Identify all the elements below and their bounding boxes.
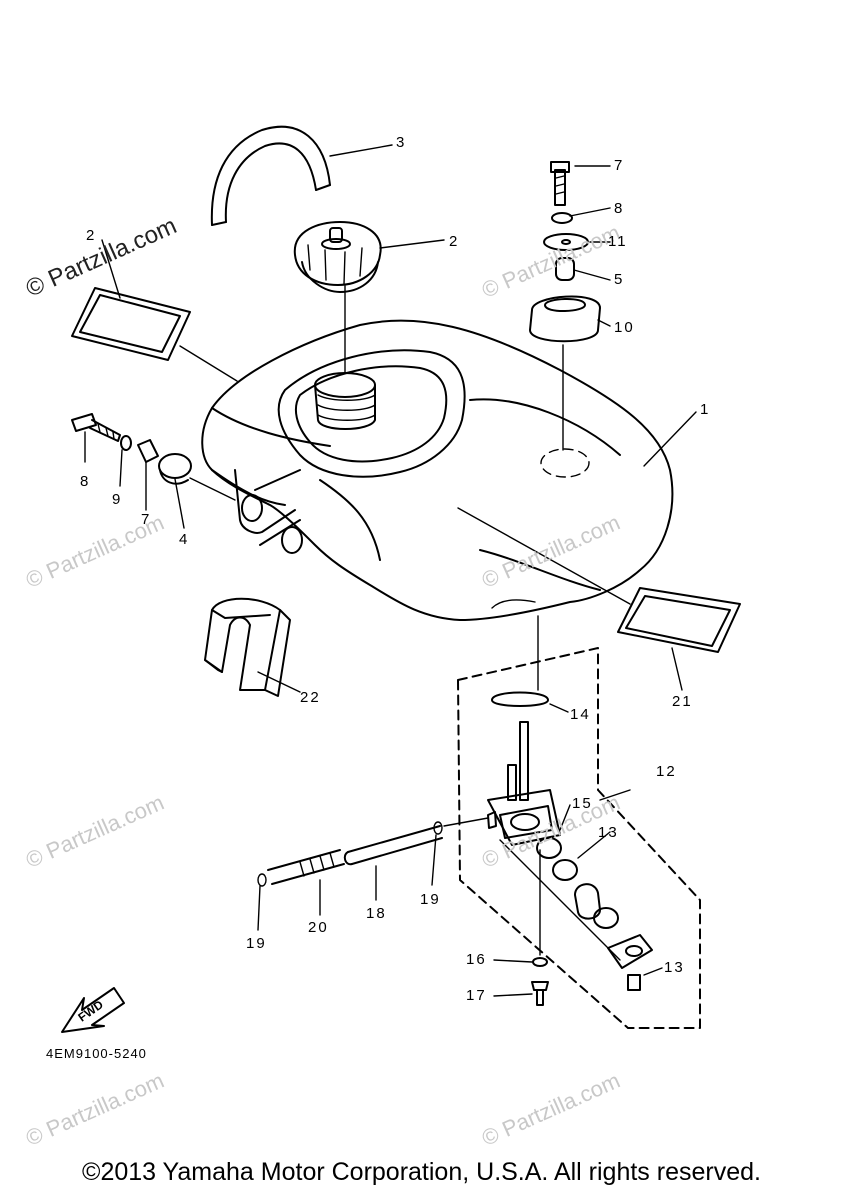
callout-21: 21 xyxy=(672,693,693,710)
callout-18: 18 xyxy=(366,905,387,922)
callout-2-decal: 2 xyxy=(86,227,97,244)
callout-16: 16 xyxy=(466,951,487,968)
callout-19-left: 19 xyxy=(246,935,267,952)
copyright-text: ©2013 Yamaha Motor Corporation, U.S.A. A… xyxy=(82,1158,761,1186)
callout-12: 13 xyxy=(598,824,619,841)
filler-neck xyxy=(314,372,376,430)
callout-20: 20 xyxy=(308,919,329,936)
decal-left xyxy=(71,287,191,361)
decal-right xyxy=(617,587,741,653)
breather-hose xyxy=(210,125,331,226)
callout-5: 5 xyxy=(614,271,625,288)
callout-4: 4 xyxy=(179,531,190,548)
fwd-arrow xyxy=(61,987,125,1033)
callout-10: 11 xyxy=(608,233,628,250)
leader-lines xyxy=(84,144,697,997)
callout-8: 8 xyxy=(614,200,625,217)
mount-hardware-left xyxy=(71,413,236,501)
callout-19-right: 19 xyxy=(420,891,441,908)
callout-14: 14 xyxy=(570,706,591,723)
callout-7-left: 8 xyxy=(80,473,91,490)
callout-2: 2 xyxy=(449,233,460,250)
fuel-cock xyxy=(487,721,653,991)
fuel-cap xyxy=(293,221,382,293)
callout-9: 10 xyxy=(614,319,635,336)
callout-8-left: 9 xyxy=(112,491,123,508)
drain-screws xyxy=(531,957,549,1006)
mount-hardware-top xyxy=(529,161,601,343)
callout-3: 3 xyxy=(396,134,407,151)
callout-7: 7 xyxy=(614,157,625,174)
callout-15: 15 xyxy=(572,795,593,812)
callout-11: 12 xyxy=(656,763,677,780)
tank-pad xyxy=(204,597,291,697)
fuel-pipe xyxy=(257,821,443,887)
callout-22: 22 xyxy=(300,689,321,706)
fuel-cock-assembly-box xyxy=(457,647,701,1029)
callout-6: 7 xyxy=(141,511,152,528)
fuel-tank xyxy=(201,319,674,621)
callout-1: 1 xyxy=(700,401,711,418)
fuel-cock-gasket xyxy=(491,691,549,707)
callout-17: 17 xyxy=(466,987,487,1004)
callout-13: 13 xyxy=(664,959,685,976)
part-code: 4EM9100-5240 xyxy=(46,1046,147,1061)
